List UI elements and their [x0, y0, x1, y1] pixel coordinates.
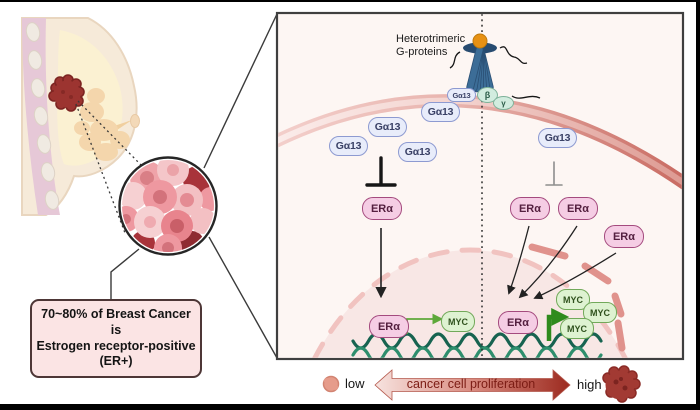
zoom-connector-lines	[110, 13, 278, 359]
nuclear-translocation-arrows-right	[507, 225, 617, 300]
era-protein-badge: ERα	[498, 311, 538, 334]
legend-low-label: low	[345, 376, 365, 391]
era-protein-badge: ERα	[558, 197, 598, 220]
ga13-protein-badge: Gα13	[421, 102, 460, 122]
myc-protein-badge: MYC	[441, 311, 475, 332]
beta-subunit-badge: β	[477, 87, 498, 103]
inhibition-bar-strong	[365, 156, 397, 187]
annotation-line1: 70~80% of Breast Cancer is	[41, 307, 191, 337]
cancer-cells-icon	[122, 160, 214, 252]
receptor-caption-line1: Heterotrimeric	[396, 33, 466, 45]
ga13-protein-badge: Gα13	[398, 142, 437, 162]
receptor-caption-line2: G-proteins	[396, 46, 448, 59]
dotted-callout-lines	[75, 100, 143, 234]
transcription-arrow-strong	[546, 308, 570, 341]
nipple	[130, 114, 140, 128]
annotation-line2: Estrogen receptor-positive	[36, 338, 196, 353]
receptor-loop-squiggles	[449, 46, 541, 99]
letterbox-bottom	[0, 404, 700, 410]
myc-protein-badge: MYC	[556, 289, 590, 310]
proliferation-arrow	[374, 369, 571, 401]
low-proliferation-icon	[322, 375, 340, 393]
dna-helix	[351, 332, 603, 358]
high-proliferation-tumor-icon	[602, 365, 641, 403]
inhibition-bar-weak	[545, 161, 563, 186]
mammary-glands	[74, 88, 132, 161]
ga13-subunit-badge: Gα13	[447, 88, 476, 102]
letterbox-right	[696, 0, 700, 410]
gamma-subunit-badge: γ	[493, 96, 514, 110]
cell-membrane	[278, 94, 682, 190]
nuclear-envelope-dashed	[312, 247, 628, 358]
legend-high-label: high	[577, 377, 602, 392]
nuclear-envelope-thick-dashes	[528, 243, 626, 352]
zoom-circle	[118, 156, 218, 256]
era-protein-badge: ERα	[604, 225, 644, 248]
annotation-line3: (ER+)	[99, 354, 133, 369]
tumor-icon	[48, 74, 85, 112]
breast-illustration	[21, 17, 143, 234]
annotation-box: 70~80% of Breast Cancer is Estrogen rece…	[30, 299, 202, 378]
ga13-protein-badge: Gα13	[538, 128, 577, 148]
legend-axis-label: cancer cell proliferation	[406, 377, 536, 391]
era-protein-badge: ERα	[369, 315, 409, 338]
letterbox-top	[0, 0, 700, 2]
gpcr-receptor-icon	[449, 33, 541, 99]
era-protein-badge: ERα	[362, 197, 402, 220]
era-protein-badge: ERα	[510, 197, 550, 220]
ligand-icon	[472, 33, 488, 49]
ga13-protein-badge: Gα13	[368, 117, 407, 137]
myc-protein-badge: MYC	[583, 302, 617, 323]
ga13-protein-badge: Gα13	[329, 136, 368, 156]
receptor-caption: Heterotrimeric G-proteins	[396, 33, 465, 59]
myc-protein-badge: MYC	[560, 318, 594, 339]
ribs	[25, 22, 60, 210]
